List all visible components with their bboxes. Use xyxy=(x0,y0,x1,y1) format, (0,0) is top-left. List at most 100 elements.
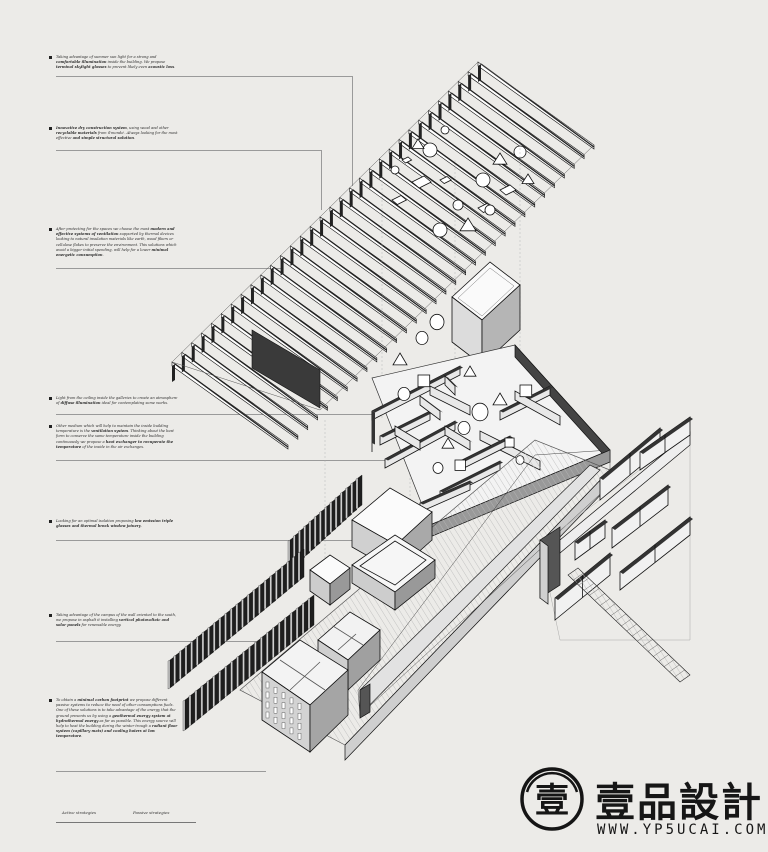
skylight-triangle xyxy=(411,138,425,150)
roof-slat-shadow xyxy=(174,363,289,448)
skylight-circle xyxy=(440,125,450,135)
pv-fin-edge xyxy=(266,631,269,664)
roof-slat-leg xyxy=(389,151,393,170)
skylight-openings xyxy=(390,125,535,238)
roof-slat-leg xyxy=(211,325,215,344)
facade-window xyxy=(297,723,302,730)
annotation-text: . Thinking about the best form to conser… xyxy=(56,429,174,444)
roof-slat-shadow xyxy=(283,257,397,342)
pv-fin xyxy=(303,599,309,634)
wing-room-top xyxy=(600,428,663,480)
display-cylinder xyxy=(432,462,444,474)
roof-slat-leg xyxy=(399,141,403,160)
pv-fin xyxy=(291,609,297,643)
facade-window xyxy=(265,711,270,719)
pv-fin-edge xyxy=(173,655,176,685)
display-pyramid xyxy=(441,437,455,449)
skylight-square xyxy=(391,195,408,205)
facade-window xyxy=(289,717,294,725)
roof-slat-leg xyxy=(250,286,254,305)
skylight-circle xyxy=(422,142,438,158)
roof-slat-leg xyxy=(418,122,422,141)
bridge-rib xyxy=(594,593,605,601)
pv-fin-edge xyxy=(200,685,204,717)
display-pyramid xyxy=(463,365,477,377)
pv-fin xyxy=(262,633,267,668)
pv-fin-edge xyxy=(350,482,353,515)
pv-fin-edge xyxy=(301,602,305,635)
facade-window xyxy=(281,702,286,709)
roof-slat-leg xyxy=(438,102,442,121)
leader-line xyxy=(56,76,352,77)
pv-fin xyxy=(285,614,291,648)
skylight-triangle xyxy=(459,217,477,232)
seal-character: 壹 xyxy=(535,781,569,821)
pv-fin xyxy=(231,604,237,637)
pv-fin xyxy=(254,586,259,618)
bridge-rib xyxy=(573,572,584,581)
display-cube xyxy=(519,384,533,398)
roof-slat-leg xyxy=(408,131,412,150)
roof-slat-leg xyxy=(428,112,432,131)
pv-fin-edge xyxy=(292,556,295,586)
annotation-text: heat exchanger to recuperate the tempera… xyxy=(56,439,174,449)
pv-fin xyxy=(357,474,363,509)
pv-fin xyxy=(175,651,180,684)
pv-fin xyxy=(268,628,273,663)
pv-fin-edge xyxy=(286,561,289,591)
display-cylinder xyxy=(397,386,411,401)
partition-wall-top xyxy=(420,396,443,413)
pv-fin-edge xyxy=(230,660,233,693)
annotation-text: radiant floor system (capillary mats) an… xyxy=(56,724,178,739)
pv-fin xyxy=(220,667,225,702)
annotation-text: . xyxy=(174,65,176,70)
annotation-skylight: Taking advantage of summer sun light for… xyxy=(49,55,178,71)
facade-window xyxy=(289,727,294,735)
pv-fin xyxy=(274,623,279,658)
watermark-logo: 壹 壹品設計 WWW.YP5UCAI.COM xyxy=(515,764,765,846)
display-cylinder xyxy=(415,330,429,345)
wing-room-top xyxy=(640,417,693,454)
roof-slat-leg xyxy=(241,296,245,315)
annotation-text: . xyxy=(140,524,142,529)
brand-url: WWW.YP5UCAI.COM xyxy=(597,822,768,838)
partition-wall-top xyxy=(460,436,513,463)
pv-fin-edge xyxy=(258,584,261,615)
bridge-rib xyxy=(647,644,659,652)
roof-slat-shadow xyxy=(441,102,555,187)
skylight-square xyxy=(439,176,452,184)
pv-fin xyxy=(184,696,190,731)
annotation-text: comfortable illumination xyxy=(56,60,107,65)
roof-slat-shadow xyxy=(233,305,348,390)
partition-wall-top xyxy=(380,411,433,438)
photovoltaic-fin-array xyxy=(167,474,363,732)
pv-fin-edge xyxy=(224,612,227,643)
annotation-text: . xyxy=(81,734,83,739)
annotation-text: ventilation system xyxy=(91,429,129,434)
facade-windows xyxy=(265,681,302,740)
skylight-square xyxy=(401,156,413,164)
annotation-text: to prevent likely even xyxy=(106,65,149,70)
roof-slat-leg xyxy=(458,83,462,102)
roof-slat-leg xyxy=(300,238,304,257)
facade-window xyxy=(289,707,294,715)
pv-fin-edge xyxy=(295,607,299,639)
pv-fin xyxy=(248,590,254,623)
annotation-text: supported by thermal devices looking to … xyxy=(56,232,177,252)
pv-fin-edge xyxy=(242,651,245,683)
bridge-rib xyxy=(621,618,632,627)
bridge-rib xyxy=(674,669,685,678)
roof-slat-shadow xyxy=(401,140,516,225)
bridge-rib xyxy=(578,578,589,586)
skylight-triangle xyxy=(521,173,535,185)
pv-fin xyxy=(226,609,231,642)
bullet-marker xyxy=(49,397,52,400)
annotation-ceiling-light: Light from the ceiling inside the galler… xyxy=(49,396,178,406)
pv-fin-edge xyxy=(248,646,251,678)
display-cube xyxy=(417,374,431,388)
pv-fin-edge xyxy=(334,496,338,529)
bullet-marker xyxy=(49,228,52,231)
roof-slat-shadow xyxy=(352,189,467,274)
annotation-text: ideal for contemplating some works. xyxy=(100,401,169,406)
roof-slat-shadow xyxy=(312,227,427,313)
